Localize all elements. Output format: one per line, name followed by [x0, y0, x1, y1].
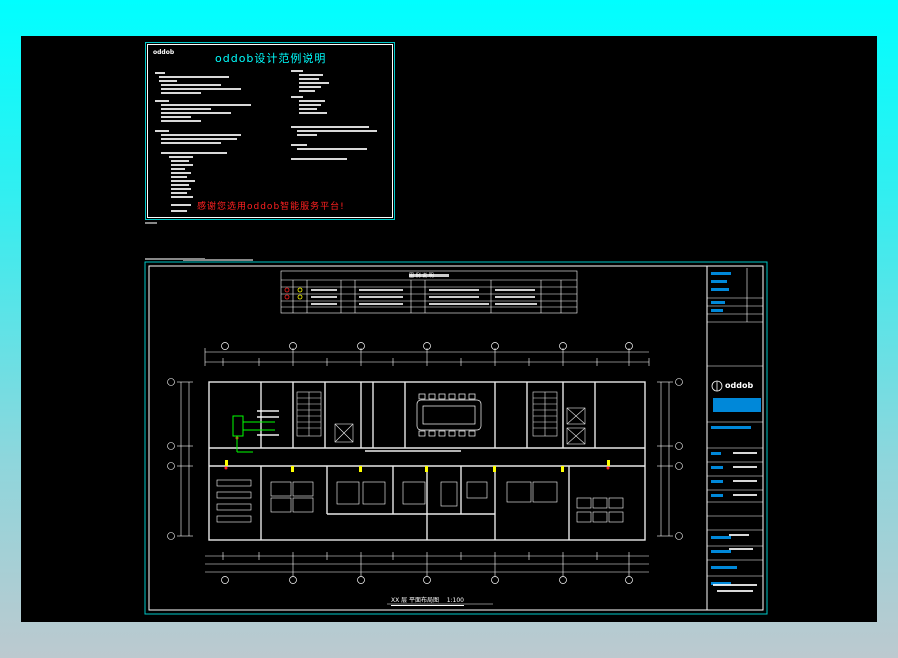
- cad-drawing-svg: [144, 70, 768, 615]
- lighting-fixtures: [225, 460, 610, 472]
- floor-plan-walls: [208, 381, 646, 541]
- grid-bubbles-top: [221, 342, 633, 350]
- title-block: [707, 268, 763, 577]
- conference-table: [416, 393, 482, 437]
- legend-table: [280, 270, 578, 314]
- drawing-scale: 1:100: [446, 597, 464, 604]
- stairs-right: [532, 391, 558, 437]
- stairs-left: [296, 391, 322, 437]
- drawing-sheet-frame: [144, 261, 768, 615]
- notes-sheet-border: [147, 44, 393, 218]
- drawing-caption: XX 层 平面布局图 1:100: [391, 595, 464, 606]
- title-block-logo-icon: [711, 380, 723, 392]
- title-block-fill: [711, 272, 761, 585]
- dimension-lines-bottom: [205, 552, 649, 576]
- grid-bubbles-bottom: [221, 576, 633, 584]
- notes-text-right: [291, 70, 377, 160]
- cad-canvas[interactable]: oddob oddob设计范例说明 感谢您选用oddob智能服务平台!: [21, 36, 877, 622]
- workstations: [216, 479, 624, 523]
- elevator-shafts: [334, 407, 586, 445]
- notes-notice: 感谢您选用oddob智能服务平台!: [197, 202, 345, 212]
- notes-logo: oddob: [153, 49, 175, 56]
- drawing-sheet-border: [148, 265, 764, 611]
- wiring-highlight: [232, 415, 275, 453]
- notes-sheet-frame: [145, 42, 395, 220]
- legend-title: 图 例 说 明: [409, 273, 434, 279]
- dimension-lines-sides: [167, 378, 683, 540]
- notes-title: oddob设计范例说明: [215, 52, 327, 65]
- notes-text-left: [155, 72, 251, 212]
- dimension-lines-top: [204, 348, 650, 366]
- drawing-caption-text: XX 层 平面布局图: [391, 597, 440, 604]
- title-block-logo: oddob: [725, 381, 754, 390]
